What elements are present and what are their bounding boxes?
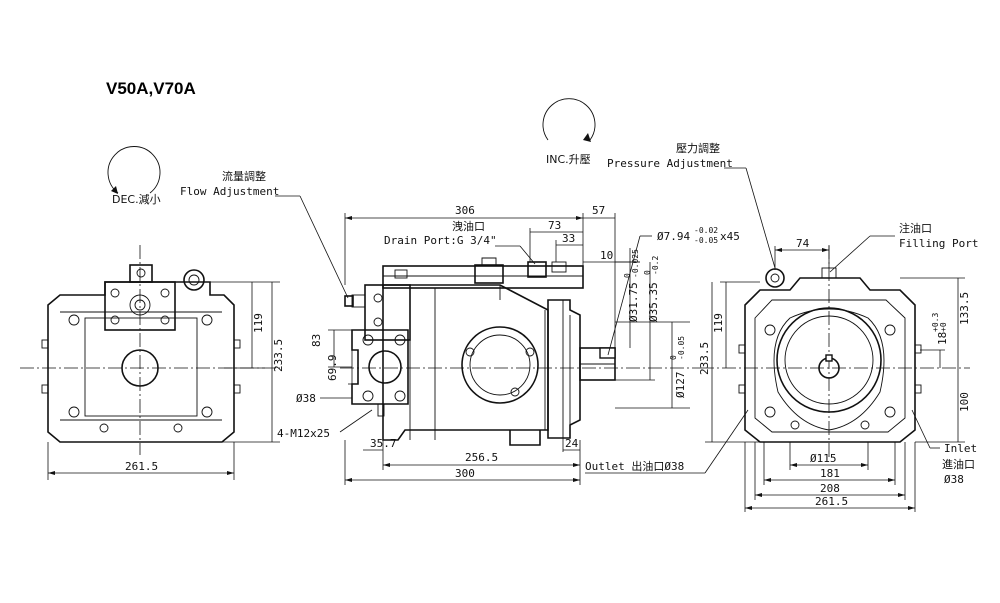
filling-port-label-en: Filling Port	[899, 237, 978, 250]
left-dim-261-5: 261.5	[125, 460, 158, 473]
dec-label: DEC.減小	[112, 192, 161, 206]
pressure-adjust-label-en: Pressure Adjustment	[607, 157, 733, 170]
dim-ø31-75-tol-upper: 0	[623, 273, 632, 278]
right-dim-233-5: 233.5	[698, 342, 711, 375]
right-dim-100: 100	[958, 392, 971, 412]
dim-ø127-tol-lower: -0.05	[677, 336, 686, 360]
right-dim-208: 208	[820, 482, 840, 495]
dim-ø127: Ø127	[674, 372, 687, 399]
dim-300: 300	[455, 467, 475, 480]
dim-ø31-75: Ø31.75	[627, 282, 640, 322]
dim-ø31-75-tol-lower: -0.025	[631, 249, 640, 278]
drain-port-label-zh: 洩油口	[452, 219, 485, 233]
dim-10: 10	[600, 249, 613, 262]
inlet-label-zh: 進油口	[942, 457, 975, 471]
key-dim-tol-lower: -0.05	[694, 236, 718, 245]
right-dim-181: 181	[820, 467, 840, 480]
dim-57: 57	[592, 204, 605, 217]
dim-ø38-center: Ø38	[296, 392, 316, 405]
dim-83: 83	[310, 334, 323, 347]
right-view	[700, 245, 970, 512]
right-dim-ø115: Ø115	[810, 452, 837, 465]
dim-ø35-35-tol-upper: 0	[643, 270, 652, 275]
dim-ø127-tol-upper: 0	[669, 355, 678, 360]
inc-label: INC.升壓	[546, 153, 591, 166]
dim-ø35-35: Ø35.35	[647, 282, 660, 322]
dim-24: 24	[565, 437, 579, 450]
drain-port-label-en: Drain Port:G 3/4"	[384, 234, 497, 247]
outlet-label: Outlet 出油口Ø38	[585, 459, 684, 473]
inlet-label-en: Inlet	[944, 442, 977, 455]
key-dim-suffix: x45	[720, 230, 740, 243]
inlet-label-size: Ø38	[944, 473, 964, 486]
inc-rotation-arrow	[542, 98, 596, 142]
key-dim-tol-upper: -0.02	[694, 226, 718, 235]
right-dim-18-tol-upper: +0.3	[931, 313, 940, 332]
right-dim-261-5: 261.5	[815, 495, 848, 508]
right-dim-133-5: 133.5	[958, 292, 971, 325]
dim-33: 33	[562, 232, 575, 245]
center-view	[328, 213, 700, 485]
key-dim-base: Ø7.94	[657, 230, 690, 243]
right-dim-119: 119	[712, 313, 725, 333]
dim-35-7: 35.7	[370, 437, 397, 450]
right-dim-74: 74	[796, 237, 810, 250]
left-dim-233-5: 233.5	[272, 339, 285, 372]
dim-256-5: 256.5	[465, 451, 498, 464]
right-dim-18-tol-lower: +0	[939, 322, 948, 332]
right-dim-18: 18	[936, 332, 949, 345]
left-view	[20, 245, 280, 480]
left-dim-119: 119	[252, 313, 265, 333]
filling-port-label-zh: 注油口	[899, 221, 932, 235]
dim-ø35-35-tol-lower: -0.2	[651, 256, 660, 275]
dim-306: 306	[455, 204, 475, 217]
drawing-title: V50A,V70A	[106, 79, 196, 98]
dim-73: 73	[548, 219, 561, 232]
pressure-adjust-label-zh: 壓力調整	[676, 141, 720, 155]
dim-69-9: 69.9	[326, 355, 339, 382]
flow-adjust-label-zh: 流量調整	[222, 169, 266, 183]
dim-4-m12x25: 4-M12x25	[277, 427, 330, 440]
flow-adjust-label-en: Flow Adjustment	[180, 185, 279, 198]
dec-rotation-arrow	[107, 146, 161, 194]
